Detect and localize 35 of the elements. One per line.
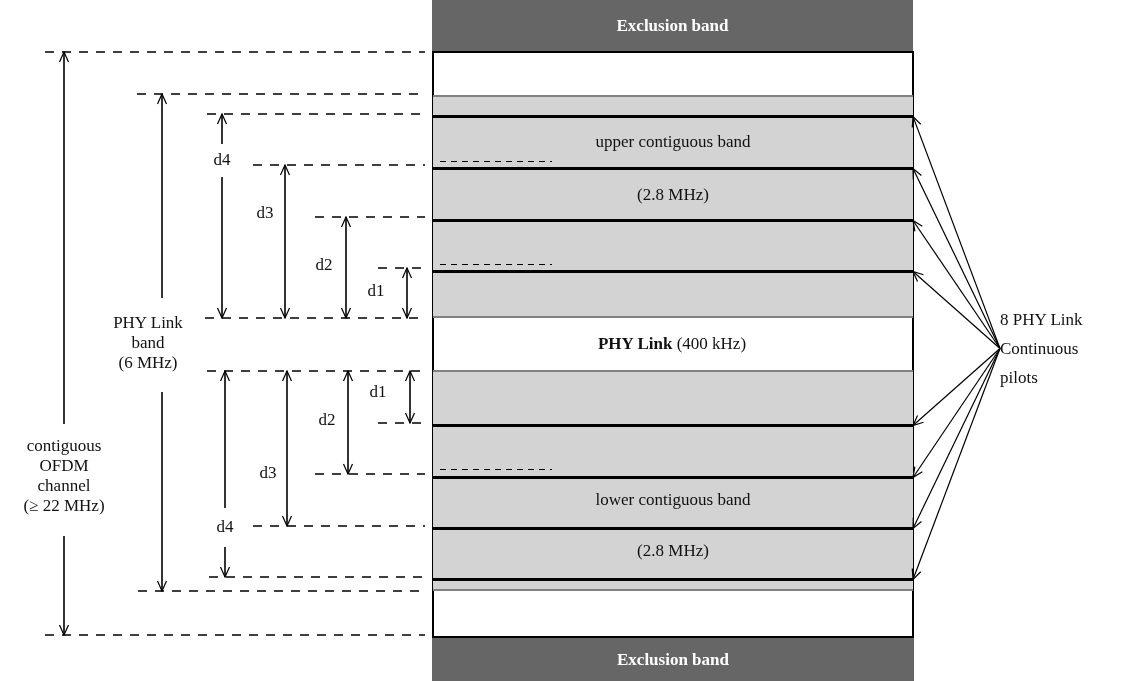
leader-arrow xyxy=(912,270,1001,350)
dimension-label: d2 xyxy=(317,410,337,430)
band-label: Exclusion band xyxy=(617,649,729,670)
leader-arrow xyxy=(912,347,1001,530)
pilot-line xyxy=(433,578,913,581)
dimension-label: d4 xyxy=(215,517,235,537)
exclusion-band-bar xyxy=(432,638,914,681)
text-label: contiguous OFDM channel (≥ 22 MHz) xyxy=(22,436,106,516)
band-label: (2.8 MHz) xyxy=(636,541,710,561)
contiguous-band xyxy=(433,370,913,591)
leader-arrow xyxy=(911,347,1001,581)
pilot-line xyxy=(433,270,913,273)
text-label: PHY Link (400 kHz) xyxy=(596,334,748,354)
dimension-label: d1 xyxy=(366,281,386,301)
pilot-line xyxy=(433,527,913,530)
contiguous-band xyxy=(433,95,913,318)
text-label: PHY Link band (6 MHz) xyxy=(112,313,184,373)
dimension-label: d1 xyxy=(368,382,388,402)
leader-arrow xyxy=(912,347,1001,427)
pilot-line xyxy=(433,476,913,479)
band-label: (2.8 MHz) xyxy=(636,185,710,205)
leader-arrow xyxy=(912,167,1001,350)
pilot-line xyxy=(433,115,913,118)
exclusion-band-bar xyxy=(432,0,913,52)
dimension-label: d2 xyxy=(314,255,334,275)
callout-label: 8 PHY Link Continuous pilots xyxy=(1000,305,1090,392)
band-label: upper contiguous band xyxy=(594,132,752,152)
band-label: lower contiguous band xyxy=(594,490,752,510)
dimension-label: d3 xyxy=(255,203,275,223)
pilot-line xyxy=(433,219,913,222)
pilot-line xyxy=(433,167,913,170)
dimension-label: d4 xyxy=(212,150,232,170)
pilot-line xyxy=(433,424,913,427)
band-label: Exclusion band xyxy=(616,16,729,36)
dimension-label: d3 xyxy=(258,463,278,483)
